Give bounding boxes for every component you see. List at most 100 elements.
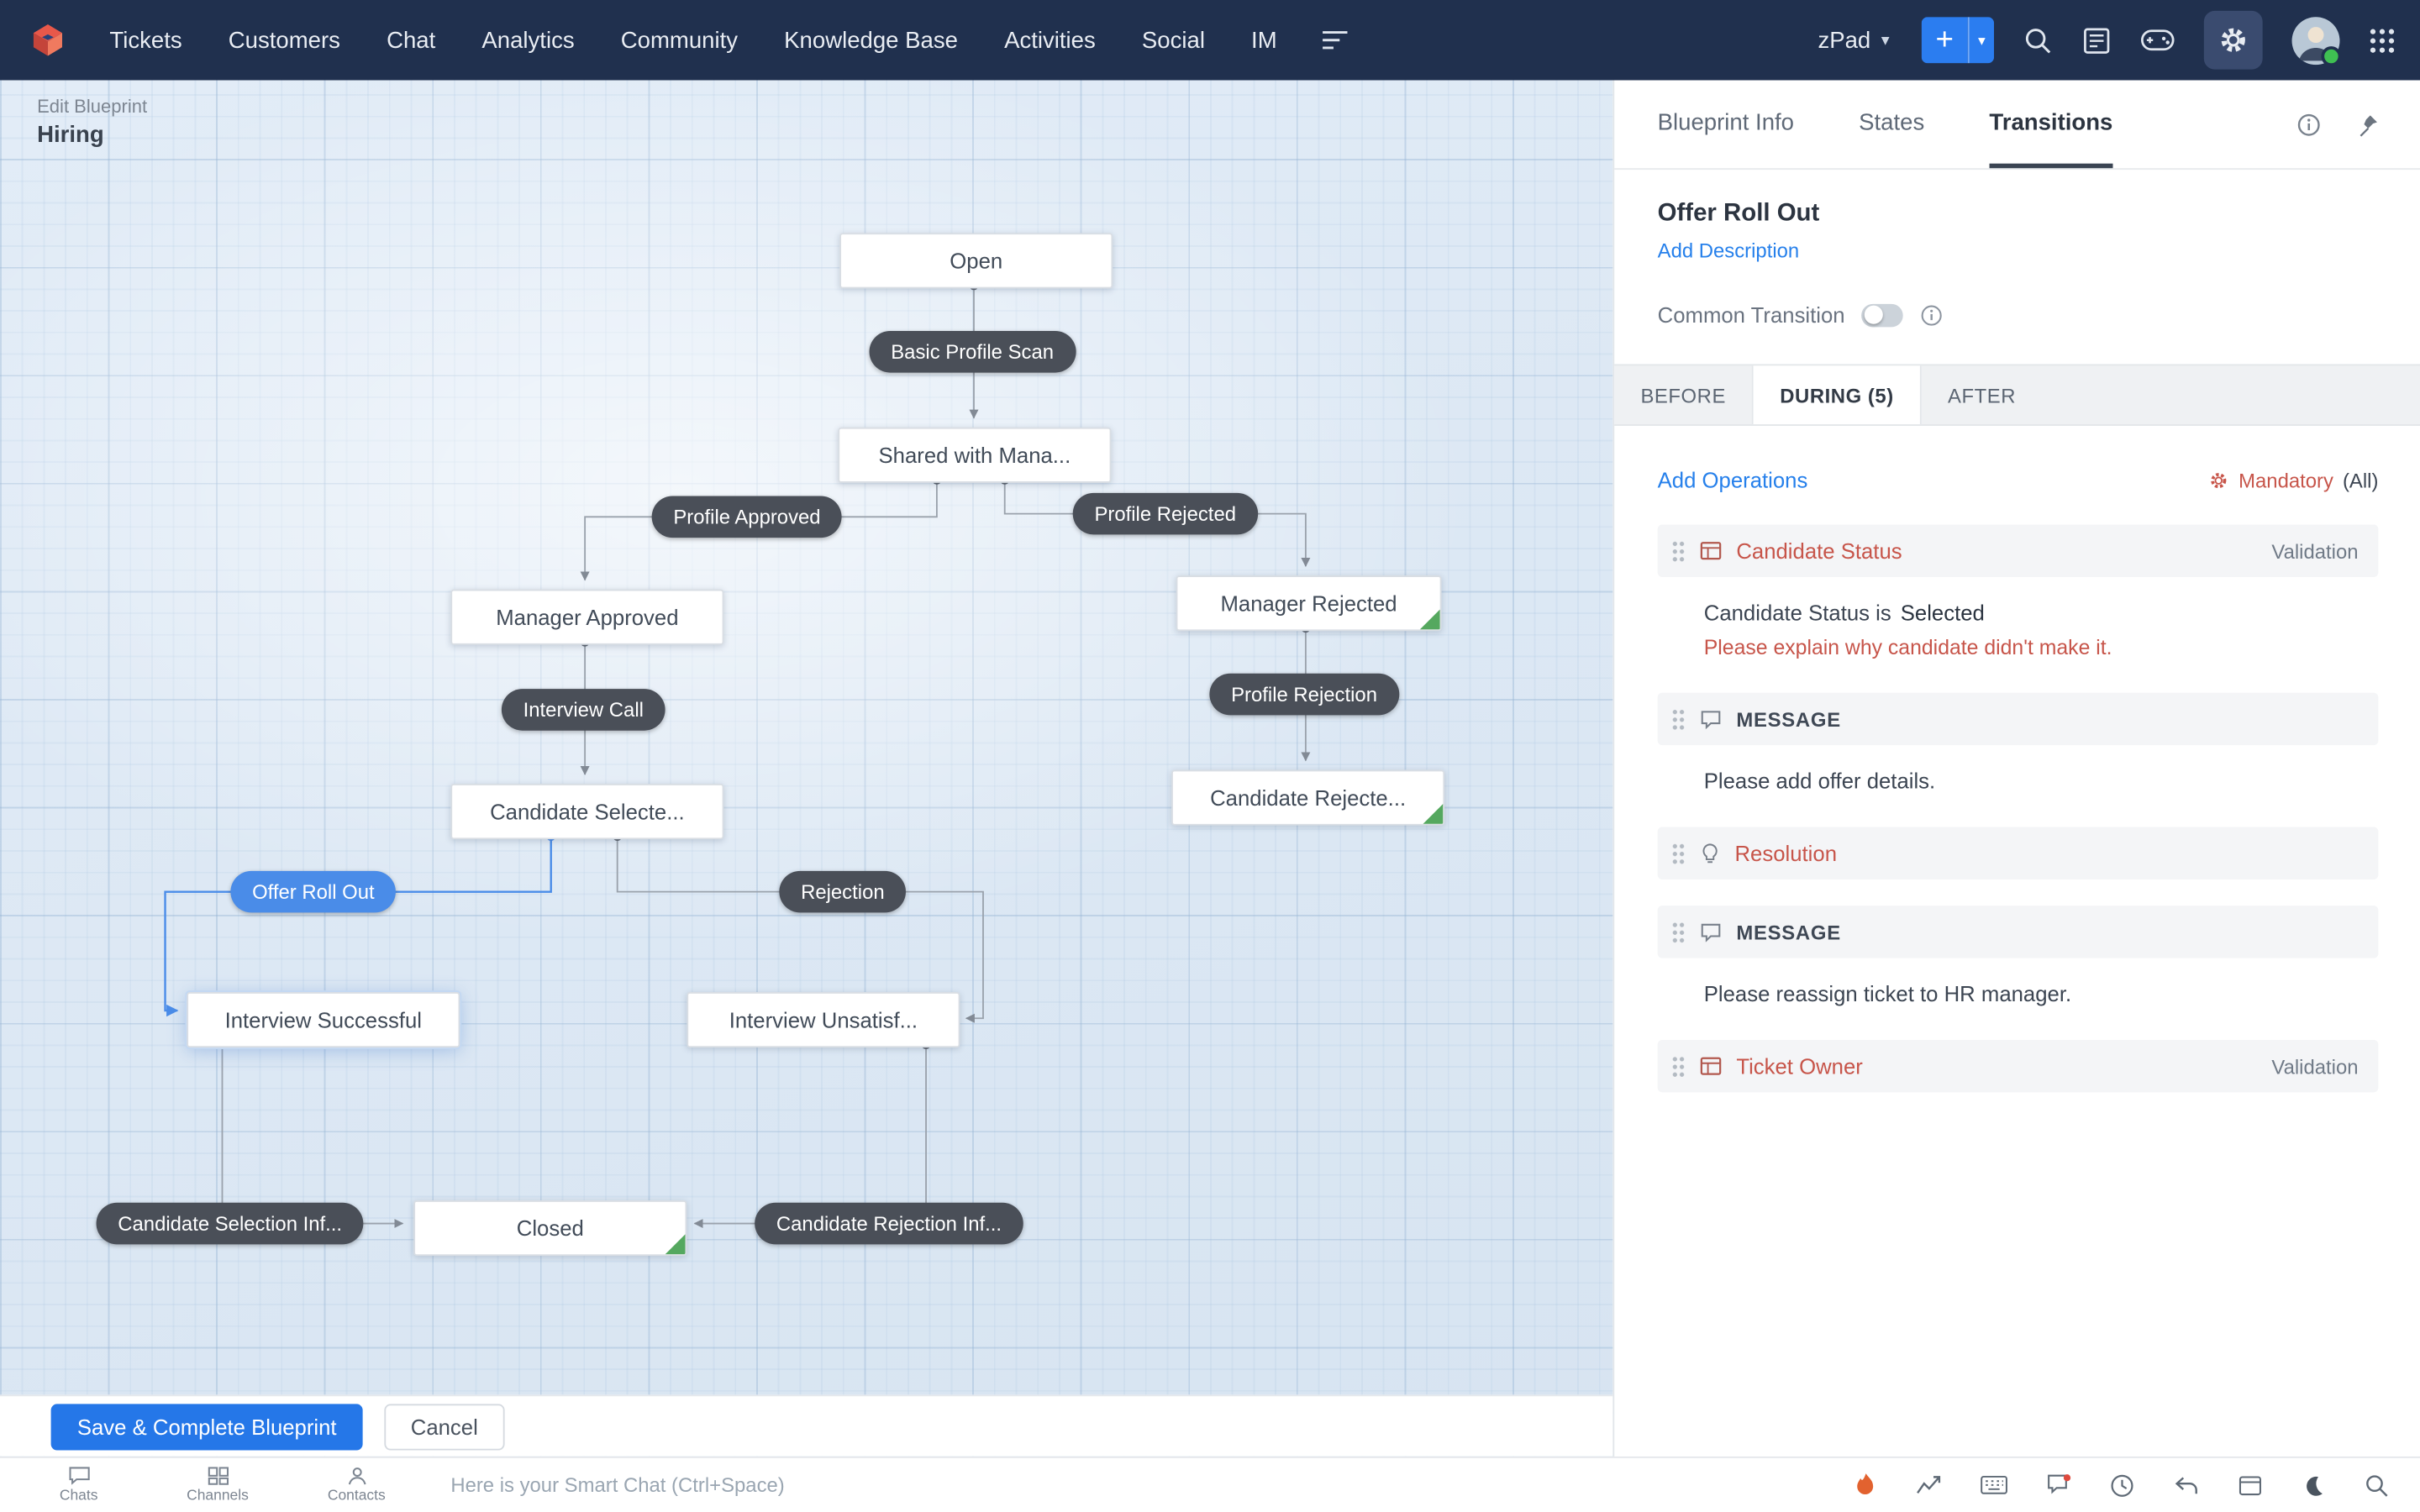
- state-open[interactable]: Open: [839, 233, 1113, 289]
- tab-blueprint-info[interactable]: Blueprint Info: [1657, 108, 1795, 135]
- transition-rejection[interactable]: Rejection: [779, 870, 907, 913]
- add-dropdown-caret[interactable]: ▼: [1967, 17, 1995, 64]
- operations-toolbar: Add Operations Mandatory (All): [1658, 468, 2379, 492]
- pin-icon[interactable]: [2355, 112, 2380, 136]
- nav-item-customers[interactable]: Customers: [228, 27, 340, 54]
- nav-item-social[interactable]: Social: [1141, 27, 1205, 54]
- operation-type-label: Validation: [2271, 1054, 2359, 1078]
- keyboard-icon[interactable]: [1981, 1475, 2008, 1495]
- state-candidate-rejected[interactable]: Candidate Rejecte...: [1171, 769, 1445, 826]
- nav-item-knowledge-base[interactable]: Knowledge Base: [784, 27, 958, 54]
- nav-item-community[interactable]: Community: [620, 27, 739, 54]
- save-complete-blueprint-button[interactable]: Save & Complete Blueprint: [50, 1403, 363, 1450]
- blueprint-canvas[interactable]: Edit Blueprint Hiring: [0, 80, 1613, 1457]
- state-candidate-selected[interactable]: Candidate Selecte...: [450, 784, 724, 840]
- reply-arrow-icon[interactable]: [2173, 1474, 2199, 1496]
- operation-header[interactable]: Resolution: [1657, 827, 2379, 879]
- transition-interview-call[interactable]: Interview Call: [501, 689, 666, 731]
- gear-icon: [2212, 472, 2228, 488]
- tab-transitions[interactable]: Transitions: [1989, 81, 2113, 169]
- transition-profile-rejection[interactable]: Profile Rejection: [1209, 673, 1399, 716]
- org-name: zPad: [1818, 27, 1871, 54]
- state-shared-with-manager[interactable]: Shared with Mana...: [838, 427, 1112, 483]
- add-description-link[interactable]: Add Description: [1657, 239, 1800, 263]
- operation-title: Resolution: [1734, 841, 1838, 866]
- operation-header[interactable]: Ticket Owner Validation: [1657, 1039, 2379, 1093]
- common-transition-toggle[interactable]: [1861, 302, 1904, 327]
- dock-item-contacts[interactable]: Contacts: [308, 1466, 404, 1504]
- info-icon[interactable]: [1921, 303, 1944, 327]
- nav-item-tickets[interactable]: Tickets: [109, 27, 182, 54]
- drag-handle-icon[interactable]: [1671, 841, 1686, 865]
- transition-name: Offer Roll Out: [1657, 200, 1820, 227]
- resolution-bulb-icon: [1699, 842, 1721, 865]
- dock-right-icons: [1854, 1472, 2398, 1498]
- smart-chat-input[interactable]: [447, 1472, 1854, 1499]
- drag-handle-icon[interactable]: [1671, 538, 1686, 563]
- knowledge-icon[interactable]: [2082, 25, 2112, 55]
- apps-grid-icon[interactable]: [2369, 27, 2395, 53]
- operation-message: MESSAGE Please reassign ticket to HR man…: [1657, 906, 2379, 1014]
- state-manager-rejected[interactable]: Manager Rejected: [1176, 575, 1442, 632]
- canvas-action-bar: Save & Complete Blueprint Cancel: [0, 1394, 1613, 1457]
- quick-add-split-button: + ▼: [1921, 17, 1995, 64]
- add-operations-link[interactable]: Add Operations: [1657, 467, 1808, 492]
- zia-analytics-icon[interactable]: [1915, 1473, 1941, 1497]
- main-area: Edit Blueprint Hiring: [0, 80, 2420, 1457]
- user-avatar[interactable]: [2291, 16, 2342, 66]
- blueprint-title: Hiring: [37, 122, 104, 149]
- settings-gear-button[interactable]: [2203, 10, 2263, 70]
- phase-tab-during[interactable]: DURING (5): [1752, 365, 1922, 425]
- zoho-desk-logo-icon[interactable]: [28, 20, 68, 60]
- transition-basic-profile-scan[interactable]: Basic Profile Scan: [869, 330, 1076, 373]
- dock-item-channels[interactable]: Channels: [170, 1466, 266, 1504]
- state-closed[interactable]: Closed: [413, 1200, 687, 1257]
- drag-handle-icon[interactable]: [1671, 1054, 1686, 1078]
- search-icon[interactable]: [2023, 25, 2053, 55]
- operation-title: Ticket Owner: [1736, 1053, 1863, 1079]
- hotkeys-flame-icon[interactable]: [1854, 1472, 1877, 1498]
- channels-icon: [207, 1467, 229, 1485]
- add-button[interactable]: +: [1921, 17, 1968, 64]
- mandatory-control[interactable]: Mandatory (All): [2209, 468, 2378, 491]
- nav-item-chat[interactable]: Chat: [387, 27, 436, 54]
- gear-icon: [2221, 28, 2245, 52]
- phase-tab-after[interactable]: AFTER: [1948, 383, 2017, 407]
- message-icon: [1699, 708, 1723, 730]
- operation-header[interactable]: MESSAGE: [1657, 906, 2379, 958]
- cancel-button[interactable]: Cancel: [384, 1403, 505, 1450]
- dock-item-chats[interactable]: Chats: [31, 1466, 127, 1504]
- games-icon[interactable]: [2141, 28, 2175, 52]
- state-manager-approved[interactable]: Manager Approved: [450, 589, 724, 645]
- transition-profile-rejected[interactable]: Profile Rejected: [1072, 492, 1258, 535]
- transition-candidate-rejection-info[interactable]: Candidate Rejection Inf...: [755, 1202, 1023, 1245]
- chat-bubble-icon: [68, 1467, 89, 1485]
- window-panel-icon[interactable]: [2238, 1474, 2262, 1496]
- nav-item-analytics[interactable]: Analytics: [481, 27, 575, 54]
- operation-header[interactable]: Candidate Status Validation: [1657, 524, 2379, 577]
- transition-candidate-selection-info[interactable]: Candidate Selection Inf...: [96, 1202, 364, 1245]
- bottom-dock: Chats Channels Contacts: [0, 1456, 2420, 1512]
- transition-offer-roll-out[interactable]: Offer Roll Out: [230, 870, 397, 913]
- org-dropdown[interactable]: zPad ▼: [1818, 27, 1891, 53]
- operation-title: MESSAGE: [1736, 707, 1841, 731]
- nav-item-im[interactable]: IM: [1251, 27, 1277, 54]
- phase-tab-before[interactable]: BEFORE: [1640, 383, 1726, 407]
- more-menus-icon[interactable]: [1300, 29, 1370, 51]
- operation-header[interactable]: MESSAGE: [1657, 692, 2379, 746]
- drag-handle-icon[interactable]: [1671, 920, 1686, 944]
- dark-mode-moon-icon[interactable]: [2302, 1473, 2326, 1497]
- drag-handle-icon[interactable]: [1671, 707, 1686, 731]
- state-interview-unsatisfactory[interactable]: Interview Unsatisf...: [687, 992, 960, 1048]
- nav-item-activities[interactable]: Activities: [1004, 27, 1096, 54]
- transition-profile-approved[interactable]: Profile Approved: [651, 496, 843, 538]
- tab-states[interactable]: States: [1859, 108, 1925, 135]
- history-clock-icon[interactable]: [2110, 1473, 2134, 1497]
- state-interview-successful[interactable]: Interview Successful: [187, 992, 460, 1048]
- info-icon[interactable]: [2296, 112, 2321, 136]
- search-icon[interactable]: [2365, 1473, 2389, 1497]
- operation-candidate-status: Candidate Status Validation Candidate St…: [1657, 524, 2379, 667]
- feedback-icon[interactable]: [2047, 1473, 2071, 1497]
